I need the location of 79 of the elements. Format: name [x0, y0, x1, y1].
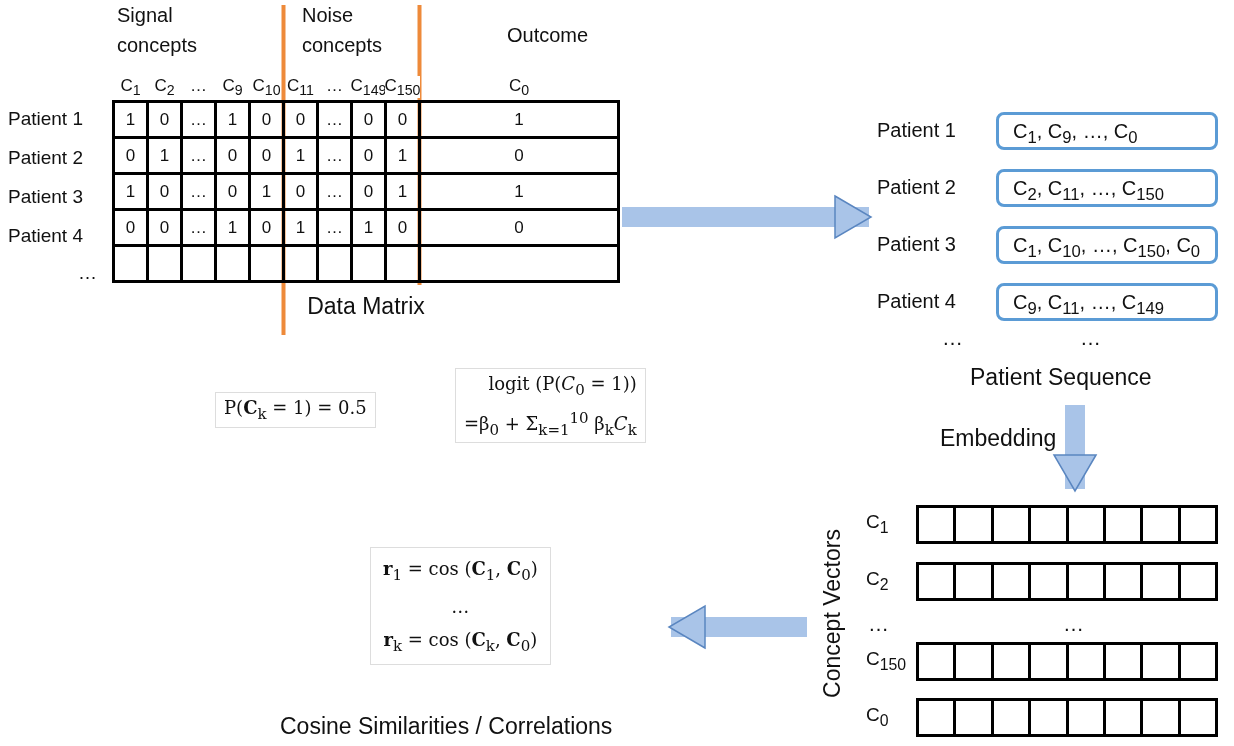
panel-caption: Concept Vectors [818, 529, 846, 698]
row-label: C$_{2}$ [866, 568, 889, 594]
block-arrow [1053, 405, 1097, 492]
panel-caption: Cosine Similarities / Correlations [280, 713, 613, 740]
panel-caption: Patient Sequence [970, 364, 1152, 391]
matrix-cell: … [181, 173, 216, 210]
matrix-cell: 1 [385, 137, 420, 174]
matrix-cell: … [317, 173, 352, 210]
matrix-cell: 0 [351, 137, 386, 174]
matrix-cell: 0 [351, 173, 386, 210]
vector-bar [916, 642, 1218, 681]
matrix-cell: 0 [113, 209, 148, 246]
matrix-cell: 1 [113, 101, 148, 138]
matrix-cell: 0 [419, 137, 619, 174]
row-header: … [78, 262, 97, 284]
formula-box: logit (P(C$_{0}$ = 1)) =β$_{0}$ + Σ$_{k=1}$$^{10}$ β$_{k}$C$_{k}$ [455, 368, 646, 444]
matrix-cell: 1 [215, 101, 250, 138]
matrix-cell: 0 [283, 101, 318, 138]
matrix-cell: … [181, 209, 216, 246]
matrix-cell: 1 [249, 173, 284, 210]
matrix-cell: 0 [215, 137, 250, 174]
row-label: Patient 2 [877, 176, 956, 199]
ellipsis: … [1063, 612, 1084, 636]
matrix-cell: … [317, 137, 352, 174]
ellipsis: … [1080, 326, 1101, 350]
matrix-cell: 0 [351, 101, 386, 138]
ellipsis: … [942, 326, 963, 350]
matrix-cell: 0 [419, 209, 619, 246]
row-label: Patient 4 [877, 290, 956, 313]
sequence-box: C$_{2}$, C$_{11}$, …, C$_{150}$ [996, 169, 1218, 207]
sequence-box: C$_{9}$, C$_{11}$, …, C$_{149}$ [996, 283, 1218, 321]
matrix-cell: … [317, 209, 352, 246]
matrix-cell: 0 [249, 137, 284, 174]
row-label: C$_{1}$ [866, 511, 889, 537]
matrix-cell: 0 [215, 173, 250, 210]
matrix-cell: 0 [283, 173, 318, 210]
matrix-cell: 1 [351, 209, 386, 246]
group-header: Outcome [507, 23, 590, 48]
matrix-cell: 0 [385, 101, 420, 138]
edge-label: Embedding [940, 425, 1057, 452]
matrix-cell: 0 [147, 209, 182, 246]
matrix-cell: 1 [283, 209, 318, 246]
row-header: Patient 3 [8, 186, 83, 208]
matrix-cell: 1 [385, 173, 420, 210]
vector-bar [916, 562, 1218, 601]
block-arrow [668, 605, 807, 649]
column-header: C$_{150}$ [384, 75, 421, 98]
matrix-cell: 0 [147, 101, 182, 138]
group-header: Noise concepts [302, 3, 384, 58]
matrix-cell: … [317, 101, 352, 138]
row-label: Patient 3 [877, 233, 956, 256]
row-header: Patient 2 [8, 147, 83, 169]
group-header: Signal concepts [117, 3, 199, 58]
matrix-cell: 0 [147, 173, 182, 210]
row-header: Patient 4 [8, 225, 83, 247]
row-header: Patient 1 [8, 108, 83, 130]
vector-bar [916, 698, 1218, 737]
row-label: C$_{0}$ [866, 704, 889, 730]
vector-bar [916, 505, 1218, 544]
matrix-cell: 1 [283, 137, 318, 174]
matrix-cell: 1 [147, 137, 182, 174]
row-label: C$_{150}$ [866, 648, 907, 674]
matrix-cell: … [181, 137, 216, 174]
sequence-box: C$_{1}$, C$_{10}$, …, C$_{150}$, C$_{0}$ [996, 226, 1218, 264]
matrix-cell: … [181, 101, 216, 138]
matrix-cell: 0 [249, 209, 284, 246]
ellipsis: … [868, 612, 889, 636]
matrix-cell: 1 [113, 173, 148, 210]
matrix-cell: 0 [113, 137, 148, 174]
matrix-cell: 1 [419, 101, 619, 138]
formula-box: P(C$_{k}$ = 1) = 0.5 [215, 392, 376, 428]
block-arrow [622, 195, 872, 239]
sequence-box: C$_{1}$, C$_{9}$, …, C$_{0}$ [996, 112, 1218, 150]
matrix-cell: 1 [419, 173, 619, 210]
matrix-cell: 1 [215, 209, 250, 246]
matrix-cell: 0 [385, 209, 420, 246]
row-label: Patient 1 [877, 119, 956, 142]
formula-box: r$_{1}$ = cos (C$_{1}$, C$_{0}$) … r$_{k}$ = cos (C$_{k}$, C$_{0}$) [370, 547, 551, 666]
matrix-cell: 0 [249, 101, 284, 138]
